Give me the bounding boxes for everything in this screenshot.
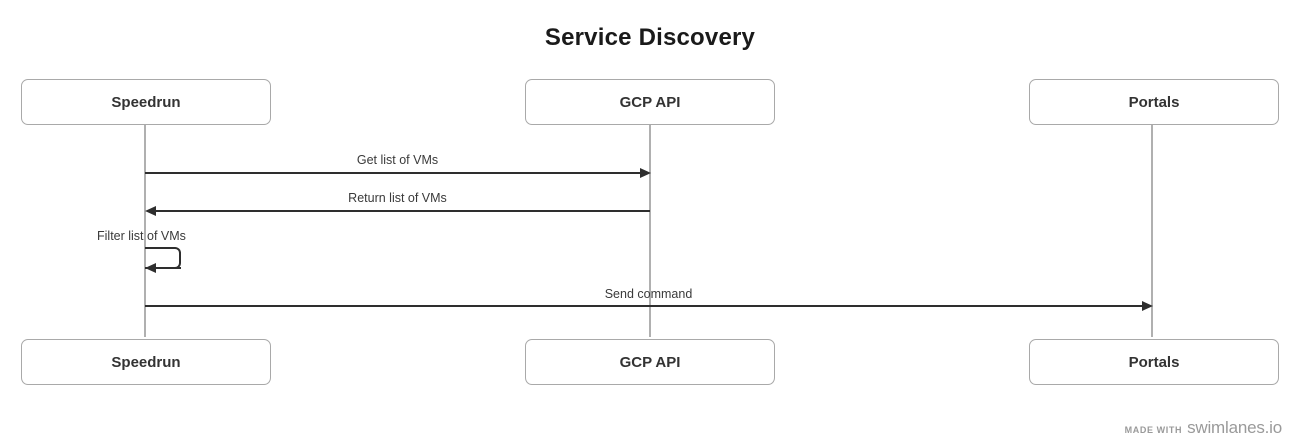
participant-label-speedrun-bottom: Speedrun — [111, 353, 181, 371]
participant-label-portals-bottom: Portals — [1128, 353, 1180, 371]
participant-box-speedrun-bottom[interactable]: Speedrun — [21, 339, 271, 385]
participant-label-gcp-api-top: GCP API — [619, 93, 681, 111]
message-line-get-list-of-vms — [145, 172, 641, 174]
footer-attribution[interactable]: Made with swimlanes.io — [1124, 418, 1283, 438]
participant-label-gcp-api-bottom: GCP API — [619, 353, 681, 371]
participant-box-portals-top[interactable]: Portals — [1029, 79, 1279, 125]
message-arrowhead-filter-list-of-vms — [145, 262, 156, 273]
participant-box-gcp-api-bottom[interactable]: GCP API — [525, 339, 775, 385]
footer-made-with-label: Made with — [1124, 425, 1183, 435]
message-line-send-command — [145, 305, 1143, 307]
lifeline-portals — [1151, 125, 1153, 337]
message-line-return-list-of-vms — [155, 210, 650, 212]
participant-label-speedrun-top: Speedrun — [111, 93, 181, 111]
message-arrowhead-return-list-of-vms — [145, 205, 156, 216]
message-arrowhead-send-command — [1142, 300, 1153, 311]
message-label-get-list-of-vms: Get list of VMs — [356, 153, 439, 167]
participant-box-portals-bottom[interactable]: Portals — [1029, 339, 1279, 385]
lifeline-speedrun — [144, 125, 146, 337]
message-label-filter-list-of-vms: Filter list of VMs — [97, 229, 186, 243]
message-arrowhead-get-list-of-vms — [640, 167, 651, 178]
message-label-return-list-of-vms: Return list of VMs — [348, 191, 447, 205]
diagram-title: Service Discovery — [544, 24, 756, 51]
lifeline-gcp-api — [649, 125, 651, 337]
participant-box-gcp-api-top[interactable]: GCP API — [525, 79, 775, 125]
participant-box-speedrun-top[interactable]: Speedrun — [21, 79, 271, 125]
message-label-send-command: Send command — [604, 287, 693, 301]
message-line-filter-list-of-vms-return — [155, 267, 181, 269]
participant-label-portals-top: Portals — [1128, 93, 1180, 111]
footer-brand-link[interactable]: swimlanes.io — [1187, 418, 1282, 437]
